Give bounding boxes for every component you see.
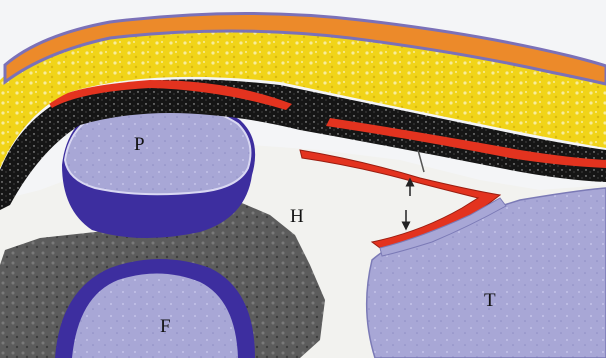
- label-hoffa-fat-pad: H: [290, 206, 304, 227]
- label-femur: F: [160, 316, 171, 337]
- label-tibia: T: [484, 290, 496, 311]
- label-patella: P: [134, 134, 145, 155]
